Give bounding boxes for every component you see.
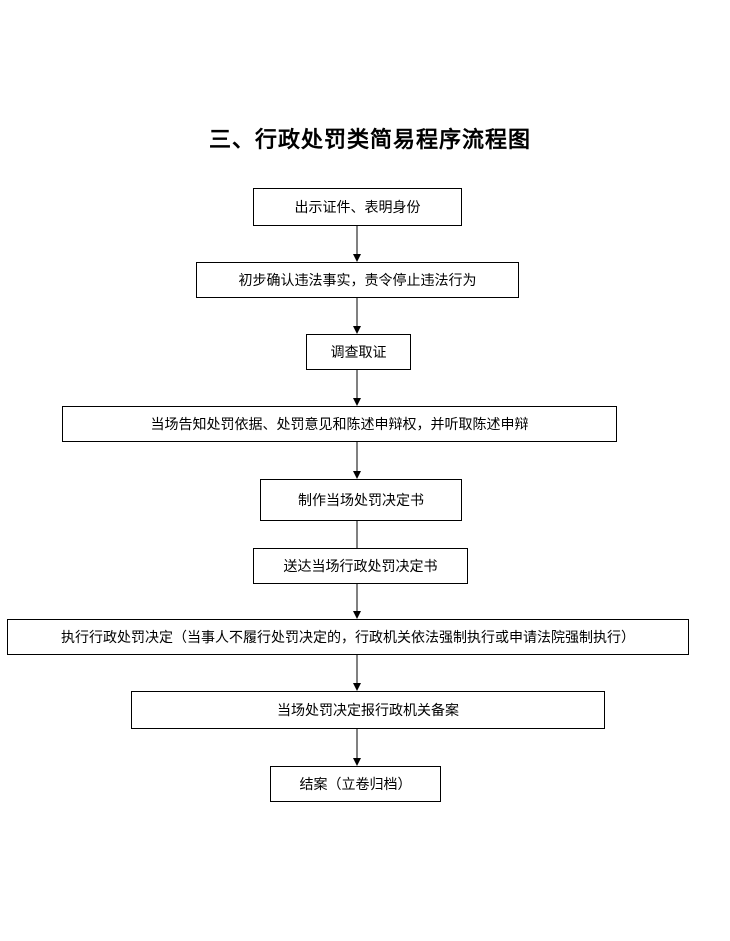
- step-deliver-decision: 送达当场行政处罚决定书: [253, 548, 468, 584]
- step-file-record: 当场处罚决定报行政机关备案: [131, 691, 605, 729]
- step-show-credentials: 出示证件、表明身份: [253, 188, 462, 226]
- step-make-decision: 制作当场处罚决定书: [260, 479, 462, 521]
- page-title: 三、行政处罚类简易程序流程图: [208, 127, 531, 153]
- step-confirm-violation: 初步确认违法事实，责令停止违法行为: [196, 262, 519, 298]
- step-execute-decision: 执行行政处罚决定（当事人不履行处罚决定的，行政机关依法强制执行或申请法院强制执行…: [7, 619, 689, 655]
- step-notify-rights: 当场告知处罚依据、处罚意见和陈述申辩权，并听取陈述申辩: [62, 406, 617, 442]
- step-close-case: 结案（立卷归档）: [270, 766, 441, 802]
- step-investigation: 调查取证: [306, 334, 411, 370]
